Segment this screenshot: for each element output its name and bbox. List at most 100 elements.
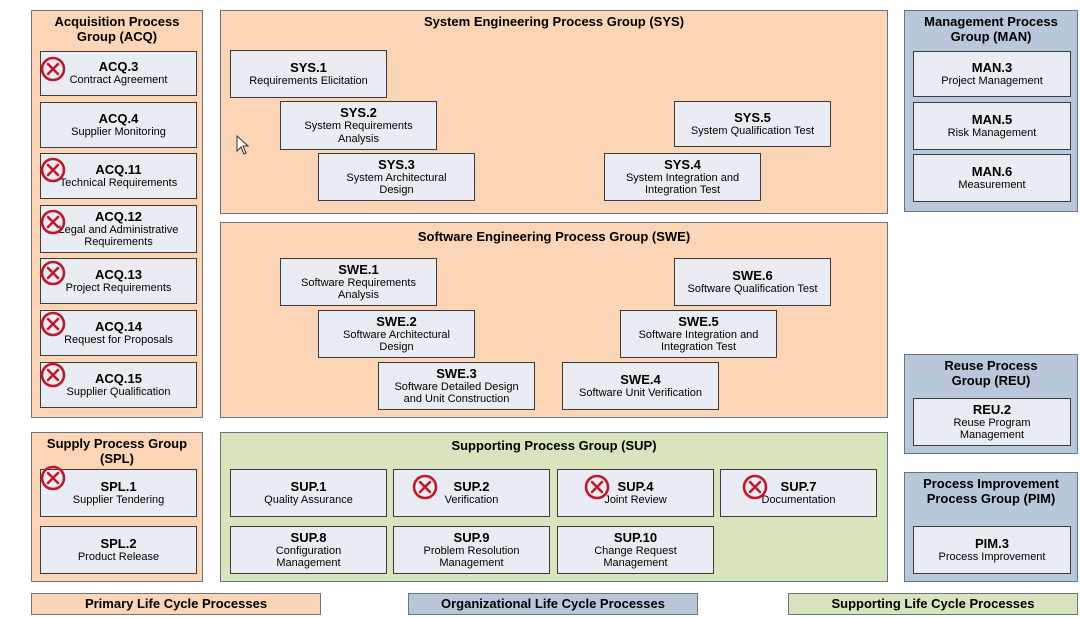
process-reu-2[interactable]: REU.2 Reuse Program Management xyxy=(913,398,1071,446)
circled-x-icon xyxy=(40,56,66,82)
process-id: SPL.2 xyxy=(100,535,137,551)
group-title: Software Engineering Process Group (SWE) xyxy=(417,229,691,244)
process-swe-1[interactable]: SWE.1 Software Requirements Analysis xyxy=(280,258,437,306)
circled-x-icon xyxy=(40,157,66,183)
process-spl-1[interactable]: SPL.1 Supplier Tendering xyxy=(40,469,197,517)
process-pim-3[interactable]: PIM.3 Process Improvement xyxy=(913,526,1071,574)
process-id: SWE.1 xyxy=(338,261,379,277)
process-man-6[interactable]: MAN.6 Measurement xyxy=(913,154,1071,202)
process-sys-1[interactable]: SYS.1 Requirements Elicitation xyxy=(230,50,387,98)
process-id: SUP.1 xyxy=(290,478,327,494)
process-sup-10[interactable]: SUP.10 Change Request Management xyxy=(557,526,714,574)
process-id: ACQ.4 xyxy=(98,110,139,126)
process-name: Verification xyxy=(444,493,499,506)
process-swe-3[interactable]: SWE.3 Software Detailed Design and Unit … xyxy=(378,362,535,410)
process-swe-4[interactable]: SWE.4 Software Unit Verification xyxy=(562,362,719,410)
process-id: SUP.7 xyxy=(780,478,817,494)
process-id: SYS.3 xyxy=(378,156,415,172)
process-id: SWE.6 xyxy=(732,267,773,283)
process-name: Software Integration and Integration Tes… xyxy=(638,328,759,354)
process-name: System Requirements Analysis xyxy=(304,120,413,145)
process-name: Reuse Program Management xyxy=(953,416,1031,442)
process-name: System Architectural Design xyxy=(346,171,447,197)
group-title: Supply Process Group (SPL) xyxy=(46,436,188,466)
process-id: MAN.6 xyxy=(971,163,1013,179)
process-acq-12[interactable]: ACQ.12 Legal and Administrative Requirem… xyxy=(40,205,197,253)
process-acq-11[interactable]: ACQ.11 Technical Requirements xyxy=(40,153,197,199)
circled-x-icon xyxy=(40,311,66,337)
process-id: PIM.3 xyxy=(975,535,1009,551)
process-name: Documentation xyxy=(761,493,836,506)
process-id: MAN.3 xyxy=(971,59,1013,75)
process-swe-5[interactable]: SWE.5 Software Integration and Integrati… xyxy=(620,310,777,358)
legend-supporting: Supporting Life Cycle Processes xyxy=(788,593,1078,615)
process-sys-2[interactable]: SYS.2 System Requirements Analysis xyxy=(280,101,437,150)
mouse-pointer-icon xyxy=(236,135,250,155)
process-id: SUP.9 xyxy=(453,529,490,545)
circled-x-icon xyxy=(40,362,66,388)
legend-organizational: Organizational Life Cycle Processes xyxy=(408,593,698,615)
process-id: SWE.2 xyxy=(376,313,417,329)
process-man-3[interactable]: MAN.3 Project Management xyxy=(913,51,1071,97)
group-title: Acquisition Process Group (ACQ) xyxy=(54,14,180,44)
process-name: Software Qualification Test xyxy=(687,282,818,295)
process-name: Supplier Monitoring xyxy=(71,125,166,138)
process-name: Quality Assurance xyxy=(264,493,353,506)
group-title: Reuse Process Group (REU) xyxy=(944,358,1038,388)
process-name: Product Release xyxy=(77,550,160,563)
process-id: SYS.5 xyxy=(734,109,771,125)
process-name: Supplier Tendering xyxy=(72,493,165,506)
process-name: Configuration Management xyxy=(275,544,342,570)
process-id: SYS.1 xyxy=(290,59,327,75)
process-name: Process Improvement xyxy=(938,550,1046,563)
process-name: Project Management xyxy=(941,74,1043,87)
process-name: Supplier Qualification xyxy=(66,385,171,398)
process-swe-6[interactable]: SWE.6 Software Qualification Test xyxy=(674,258,831,306)
process-name: Software Detailed Design and Unit Constr… xyxy=(394,380,519,406)
process-sup-4[interactable]: SUP.4 Joint Review xyxy=(557,469,714,517)
process-id: REU.2 xyxy=(972,401,1012,417)
process-id: SUP.4 xyxy=(617,478,654,494)
group-title: Management Process Group (MAN) xyxy=(924,14,1058,44)
group-title: Supporting Process Group (SUP) xyxy=(451,438,657,453)
process-acq-4[interactable]: ACQ.4 Supplier Monitoring xyxy=(40,102,197,148)
circled-x-icon xyxy=(40,260,66,286)
process-sys-5[interactable]: SYS.5 System Qualification Test xyxy=(674,101,831,147)
process-acq-13[interactable]: ACQ.13 Project Requirements xyxy=(40,258,197,304)
process-name: Problem Resolution Management xyxy=(423,544,520,570)
process-name: Contract Agreement xyxy=(69,74,168,87)
process-name: Requirements Elicitation xyxy=(249,74,368,87)
process-id: ACQ.12 xyxy=(95,208,142,224)
process-name: System Integration and Integration Test xyxy=(625,171,740,197)
process-id: ACQ.13 xyxy=(95,266,142,282)
process-acq-14[interactable]: ACQ.14 Request for Proposals xyxy=(40,310,197,356)
process-sup-1[interactable]: SUP.1 Quality Assurance xyxy=(230,469,387,517)
process-name: Project Requirements xyxy=(65,281,172,294)
process-name: Joint Review xyxy=(604,493,667,506)
process-id: ACQ.14 xyxy=(95,318,142,334)
process-sup-9[interactable]: SUP.9 Problem Resolution Management xyxy=(393,526,550,574)
process-man-5[interactable]: MAN.5 Risk Management xyxy=(913,102,1071,150)
process-sys-4[interactable]: SYS.4 System Integration and Integration… xyxy=(604,153,761,201)
process-name: System Qualification Test xyxy=(690,124,815,137)
process-acq-3[interactable]: ACQ.3 Contract Agreement xyxy=(40,51,197,96)
process-acq-15[interactable]: ACQ.15 Supplier Qualification xyxy=(40,362,197,408)
process-name: Legal and Administrative Requirements xyxy=(58,223,179,249)
process-id: SWE.5 xyxy=(678,313,719,329)
process-id: SYS.2 xyxy=(340,105,377,120)
process-name: Technical Requirements xyxy=(59,176,178,189)
process-id: SUP.2 xyxy=(453,478,490,494)
process-sup-8[interactable]: SUP.8 Configuration Management xyxy=(230,526,387,574)
process-id: ACQ.11 xyxy=(95,161,142,177)
process-name: Software Architectural Design xyxy=(343,328,450,354)
circled-x-icon xyxy=(40,209,66,235)
group-title: Process Improvement Process Group (PIM) xyxy=(923,476,1059,506)
process-swe-2[interactable]: SWE.2 Software Architectural Design xyxy=(318,310,475,358)
circled-x-icon xyxy=(412,474,438,500)
process-sys-3[interactable]: SYS.3 System Architectural Design xyxy=(318,153,475,201)
process-name: Change Request Management xyxy=(594,544,677,570)
circled-x-icon xyxy=(742,474,768,500)
process-spl-2[interactable]: SPL.2 Product Release xyxy=(40,526,197,574)
legend-primary: Primary Life Cycle Processes xyxy=(31,593,321,615)
process-id: MAN.5 xyxy=(971,111,1013,127)
